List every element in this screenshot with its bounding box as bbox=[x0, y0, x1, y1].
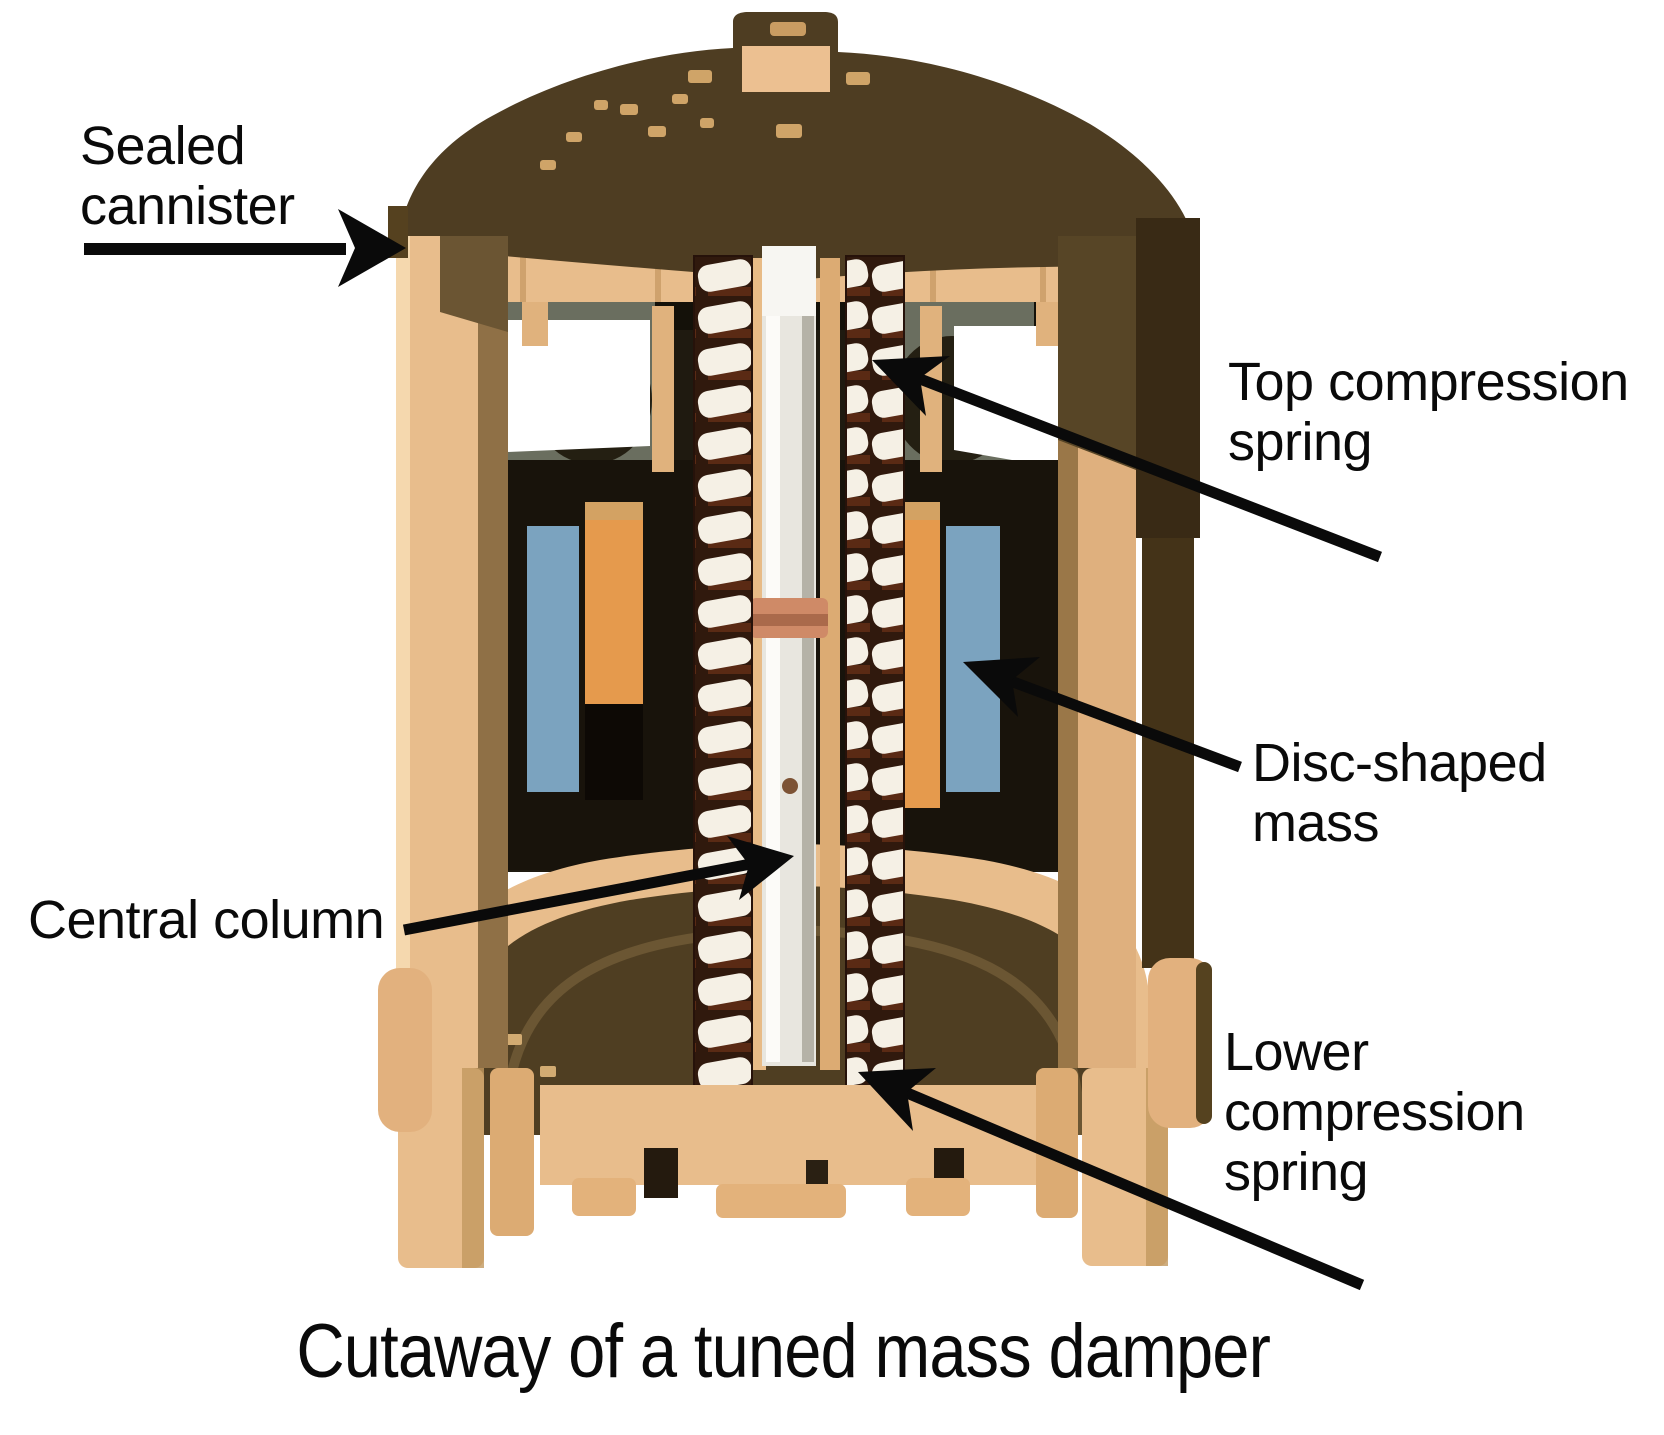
right-compression-spring bbox=[845, 255, 905, 1117]
dome-lid bbox=[398, 12, 1198, 280]
label-top-compression-spring: Top compression spring bbox=[1228, 352, 1629, 472]
cutaway-window-left bbox=[507, 320, 650, 452]
central-column bbox=[750, 246, 828, 1066]
column-shadow bbox=[802, 250, 814, 1062]
canister-right-wall bbox=[1058, 218, 1200, 1068]
label-line: Lower bbox=[1224, 1022, 1369, 1082]
label-disc-shaped-mass: Disc-shaped mass bbox=[1252, 733, 1547, 853]
canister-left-wall bbox=[388, 206, 508, 1068]
top-knob bbox=[742, 46, 830, 92]
mass-cap-left bbox=[585, 502, 643, 522]
label-line: mass bbox=[1252, 793, 1380, 853]
annotation-arrows bbox=[84, 209, 1382, 1291]
caption-text: Cutaway of a tuned mass damper bbox=[296, 1309, 1270, 1394]
base-legs bbox=[398, 1068, 1168, 1268]
sealed-cannister-arrow bbox=[84, 209, 406, 287]
mass-orange-left bbox=[585, 520, 643, 704]
label-line: spring bbox=[1224, 1142, 1369, 1202]
label-line: Top compression bbox=[1228, 352, 1629, 412]
canister-body bbox=[378, 12, 1212, 1268]
label-line: Disc-shaped bbox=[1252, 733, 1547, 793]
left-compression-spring bbox=[693, 255, 753, 1117]
label-line: compression bbox=[1224, 1082, 1525, 1142]
dome-bolts bbox=[540, 70, 870, 170]
central-column-arrow bbox=[402, 836, 794, 936]
label-central-column: Central column bbox=[28, 890, 385, 950]
column-pin bbox=[782, 778, 798, 794]
lower-spring-arrow bbox=[858, 1068, 1365, 1291]
mass-blue-left bbox=[527, 526, 579, 792]
cutaway-window-right bbox=[954, 326, 1058, 468]
column-top bbox=[762, 246, 816, 316]
label-line: Central column bbox=[28, 890, 385, 950]
mass-shadow-left bbox=[585, 704, 643, 800]
knob-bolt bbox=[770, 22, 806, 36]
left-side-lobe bbox=[378, 968, 432, 1132]
figure-caption: Cutaway of a tuned mass damper bbox=[230, 1308, 1330, 1395]
label-line: spring bbox=[1228, 412, 1373, 472]
top-spring-arrow bbox=[872, 356, 1382, 563]
right-lobe-shadow bbox=[1196, 962, 1212, 1124]
mass-blue-right bbox=[946, 526, 1000, 792]
label-lower-compression-spring: Lower compression spring bbox=[1224, 1022, 1525, 1202]
label-line: cannister bbox=[80, 176, 295, 236]
label-line: Sealed bbox=[80, 116, 246, 176]
column-connector-band bbox=[750, 614, 828, 626]
disc-mass-arrow bbox=[963, 657, 1242, 773]
column-highlight bbox=[766, 250, 780, 1062]
label-sealed-cannister: Sealed cannister bbox=[80, 116, 295, 236]
